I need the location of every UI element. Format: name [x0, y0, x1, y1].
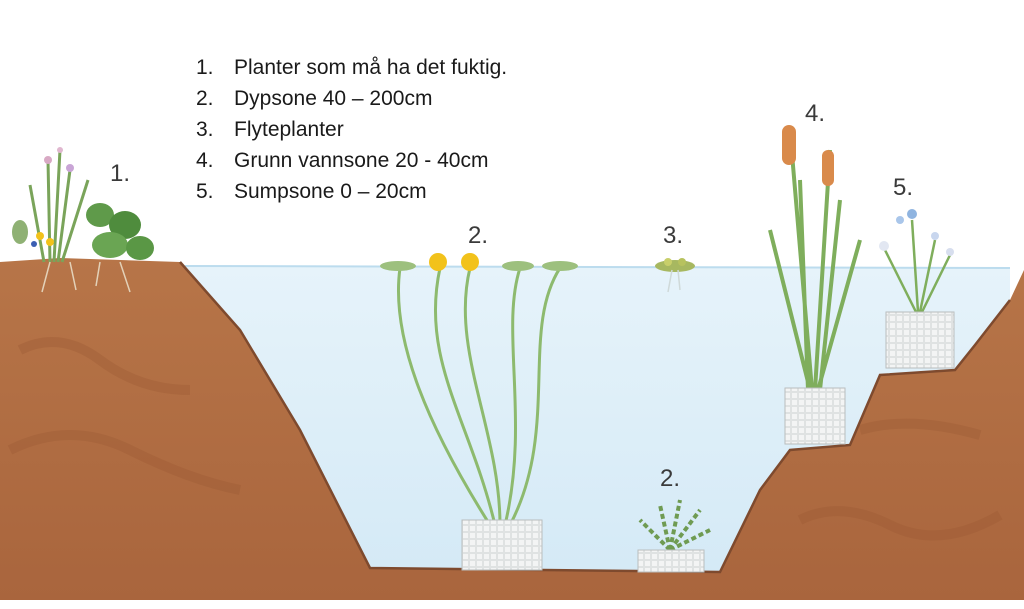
bank-plants	[12, 147, 154, 293]
label-floating: 3.	[663, 222, 684, 249]
floating-plant	[655, 258, 695, 293]
legend-item-4: 4. Grunn vannsone 20 - 40cm	[196, 145, 507, 176]
water-surface	[184, 265, 1011, 269]
label-deep-top: 2.	[468, 222, 489, 249]
marsh-plant	[879, 209, 955, 369]
legend-item-2: 2. Dypsone 40 – 200cm	[196, 83, 507, 114]
label-bank: 1.	[110, 160, 131, 187]
pond-liner-edge	[179, 261, 1011, 574]
label-deep-bottom: 2.	[660, 465, 681, 492]
submerged-plant	[637, 499, 711, 573]
legend-text: Grunn vannsone 20 - 40cm	[234, 149, 489, 172]
water-lilies	[380, 253, 578, 526]
legend-text: Flyteplanter	[234, 118, 344, 141]
legend-item-5: 5. Sumpsone 0 – 20cm	[196, 176, 507, 207]
legend-list: 1. Planter som må ha det fuktig. 2. Dypson…	[196, 52, 507, 207]
legend-num: 2.	[196, 87, 214, 110]
legend-item-1: 1. Planter som må ha det fuktig.	[196, 52, 507, 83]
legend-num: 5.	[196, 180, 214, 203]
label-shallow: 4.	[805, 100, 826, 127]
legend-num: 3.	[196, 118, 214, 141]
cattails	[768, 125, 862, 445]
legend-text: Planter som må ha det fuktig.	[234, 56, 508, 79]
legend-item-3: 3. Flyteplanter	[196, 114, 507, 145]
legend-num: 1.	[196, 56, 214, 79]
deep-pot	[461, 519, 543, 571]
soil-texture	[7, 337, 1003, 541]
label-marsh: 5.	[893, 174, 914, 201]
soil	[0, 258, 1024, 600]
legend-text: Sumpsone 0 – 20cm	[234, 180, 427, 203]
legend-num: 4.	[196, 149, 214, 172]
legend-text: Dypsone 40 – 200cm	[234, 87, 433, 110]
